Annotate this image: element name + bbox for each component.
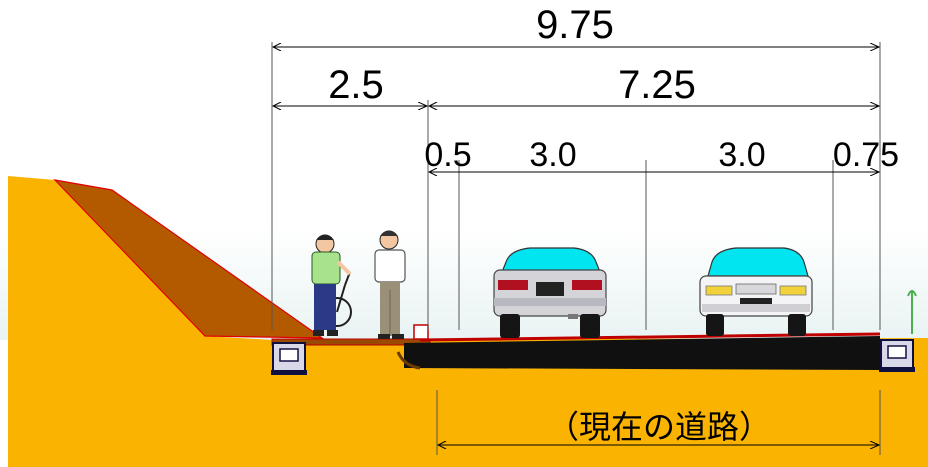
roadway-pavement xyxy=(404,336,880,370)
dim-label-lane-right: 3.0 xyxy=(718,136,765,174)
embankment-slope xyxy=(53,179,324,339)
roadway-underside xyxy=(396,351,421,370)
dimension-extension-lines xyxy=(271,42,881,455)
boundary-stake xyxy=(413,324,429,340)
dim-label-shoulder-right: 0.75 xyxy=(833,136,899,174)
current-road-label: （現在の道路） xyxy=(547,408,771,446)
dimension-lines xyxy=(273,47,879,445)
ground xyxy=(8,176,928,467)
curb-block-right xyxy=(879,339,915,372)
guard-post-right xyxy=(907,290,917,334)
dim-label-roadway: 7.25 xyxy=(618,63,696,107)
dim-label-sidewalk: 2.5 xyxy=(328,63,384,107)
dim-label-lane-left: 3.0 xyxy=(529,136,576,174)
car-rear-view xyxy=(493,247,607,338)
dim-label-shoulder-left: 0.5 xyxy=(424,136,471,174)
car-front-view xyxy=(699,247,813,336)
pedestrian-figure xyxy=(374,230,406,339)
dim-label-total: 9.75 xyxy=(536,3,614,47)
cyclist-figure xyxy=(311,234,352,336)
curb-block-left xyxy=(271,342,307,375)
